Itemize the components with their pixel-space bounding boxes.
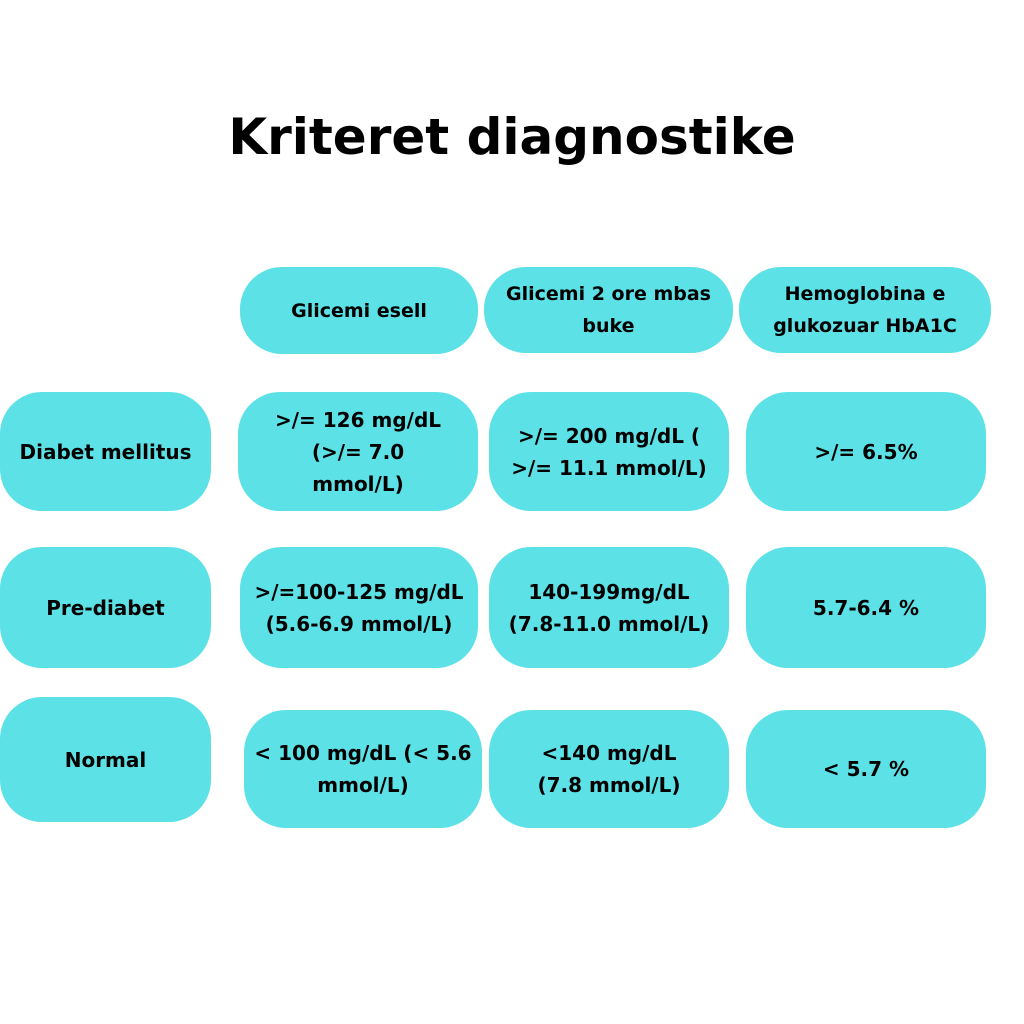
cell-diabetes-fasting: >/= 126 mg/dL (>/= 7.0 mmol/L) [238, 392, 478, 511]
column-header-fasting-glucose: Glicemi esell [240, 267, 478, 354]
cell-prediabetes-hba1c: 5.7-6.4 % [746, 547, 986, 668]
cell-normal-fasting: < 100 mg/dL (< 5.6 mmol/L) [244, 710, 482, 828]
cell-diabetes-hba1c: >/= 6.5% [746, 392, 986, 511]
row-label-diabetes: Diabet mellitus [0, 392, 211, 511]
cell-normal-2h: <140 mg/dL (7.8 mmol/L) [489, 710, 729, 828]
row-label-normal: Normal [0, 697, 211, 822]
column-header-2h-glucose: Glicemi 2 ore mbas buke [484, 267, 733, 353]
cell-prediabetes-2h: 140-199mg/dL (7.8-11.0 mmol/L) [489, 547, 729, 668]
column-header-hba1c: Hemoglobina e glukozuar HbA1C [739, 267, 991, 353]
cell-diabetes-2h: >/= 200 mg/dL ( >/= 11.1 mmol/L) [489, 392, 729, 511]
page-title: Kriteret diagnostike [228, 108, 796, 166]
row-label-prediabetes: Pre-diabet [0, 547, 211, 668]
cell-normal-hba1c: < 5.7 % [746, 710, 986, 828]
cell-prediabetes-fasting: >/=100-125 mg/dL (5.6-6.9 mmol/L) [240, 547, 478, 668]
